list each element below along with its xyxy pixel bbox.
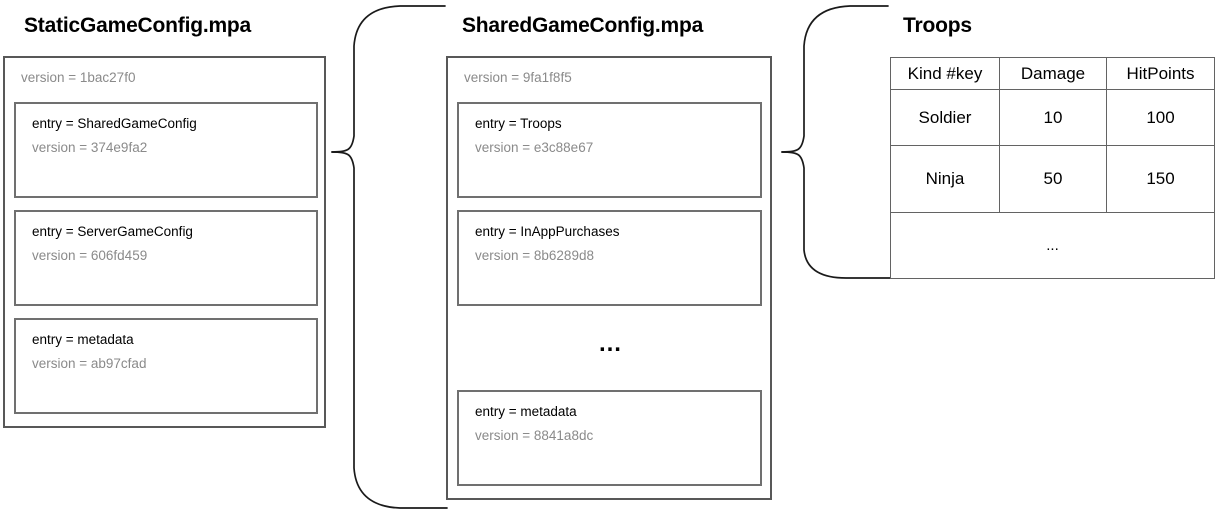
- table-row-more: ...: [890, 212, 1215, 279]
- cell-kind: Soldier: [890, 89, 1000, 146]
- shared-game-config-title: SharedGameConfig.mpa: [462, 14, 704, 37]
- static-game-config-box: version = 1bac27f0 entry = SharedGameCon…: [3, 56, 326, 428]
- shared-entries-ellipsis: …: [598, 330, 624, 357]
- entry-card[interactable]: entry = metadata version = ab97cfad: [14, 318, 318, 414]
- shared-game-config-box: version = 9fa1f8f5 entry = Troops versio…: [446, 56, 772, 500]
- entry-version: version = 8b6289d8: [475, 248, 594, 263]
- table-header-row: Kind #key Damage HitPoints: [890, 57, 1215, 90]
- troops-table: Kind #key Damage HitPoints Soldier 10 10…: [890, 57, 1215, 279]
- brace-shared-to-troops-connector: [781, 5, 891, 279]
- column-header-damage[interactable]: Damage: [999, 57, 1107, 90]
- entry-version: version = e3c88e67: [475, 140, 594, 155]
- entry-version: version = 8841a8dc: [475, 428, 594, 443]
- entry-name: entry = metadata: [475, 404, 577, 419]
- table-row[interactable]: Ninja 50 150: [890, 145, 1215, 213]
- entry-card[interactable]: entry = Troops version = e3c88e67: [457, 102, 762, 198]
- entry-version: version = 606fd459: [32, 248, 148, 263]
- cell-damage: 50: [999, 145, 1107, 213]
- static-game-config-title: StaticGameConfig.mpa: [24, 14, 252, 37]
- entry-name: entry = ServerGameConfig: [32, 224, 193, 239]
- entry-name: entry = SharedGameConfig: [32, 116, 197, 131]
- troops-title: Troops: [903, 14, 972, 37]
- entry-card[interactable]: entry = SharedGameConfig version = 374e9…: [14, 102, 318, 198]
- shared-config-version: version = 9fa1f8f5: [464, 70, 572, 85]
- brace-static-to-shared-connector: [331, 5, 448, 509]
- cell-hitpoints: 150: [1106, 145, 1215, 213]
- entry-name: entry = Troops: [475, 116, 562, 131]
- column-header-hitpoints[interactable]: HitPoints: [1106, 57, 1215, 90]
- entry-card[interactable]: entry = metadata version = 8841a8dc: [457, 390, 762, 486]
- cell-damage: 10: [999, 89, 1107, 146]
- cell-hitpoints: 100: [1106, 89, 1215, 146]
- entry-card[interactable]: entry = ServerGameConfig version = 606fd…: [14, 210, 318, 306]
- entry-name: entry = InAppPurchases: [475, 224, 620, 239]
- entry-version: version = ab97cfad: [32, 356, 147, 371]
- table-row[interactable]: Soldier 10 100: [890, 89, 1215, 146]
- entry-card[interactable]: entry = InAppPurchases version = 8b6289d…: [457, 210, 762, 306]
- static-config-version: version = 1bac27f0: [21, 70, 136, 85]
- cell-kind: Ninja: [890, 145, 1000, 213]
- entry-name: entry = metadata: [32, 332, 134, 347]
- entry-version: version = 374e9fa2: [32, 140, 148, 155]
- column-header-kind[interactable]: Kind #key: [890, 57, 1000, 90]
- more-rows-ellipsis: ...: [890, 212, 1215, 279]
